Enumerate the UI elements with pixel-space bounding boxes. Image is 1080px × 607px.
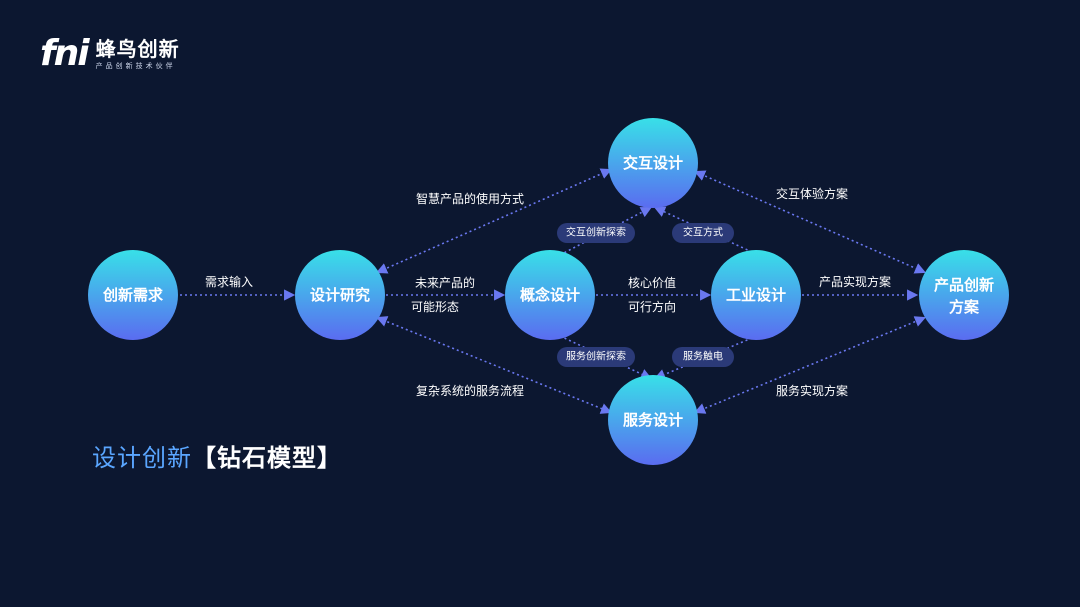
node-industrial-design-text: 工业设计 <box>726 286 786 304</box>
pill-interaction-mode: 交互方式 <box>672 223 734 243</box>
pill-interaction-mode-text: 交互方式 <box>683 226 723 239</box>
edge-interaction-solution <box>693 170 927 274</box>
logo-name: 蜂鸟创新 <box>95 37 180 61</box>
label-core-value-line2: 可行方向 <box>628 299 676 314</box>
pill-service-innovation: 服务创新探索 <box>557 347 635 367</box>
node-concept-design-text: 概念设计 <box>520 286 580 304</box>
label-product-implementation: 产品实现方案 <box>819 274 891 289</box>
label-core-value-line1: 核心价值 <box>628 275 676 290</box>
node-concept-design: 概念设计 <box>505 250 595 340</box>
pill-service-touchpoint: 服务触电 <box>672 347 734 367</box>
pill-interaction-innovation: 交互创新探索 <box>557 223 635 243</box>
node-product-solution-line2: 方案 <box>949 298 980 316</box>
label-interaction-experience: 交互体验方案 <box>776 186 848 201</box>
node-product-solution: 产品创新 方案 <box>919 250 1009 340</box>
label-demand-input: 需求输入 <box>205 274 253 289</box>
node-service-design: 服务设计 <box>608 375 698 465</box>
pill-service-touchpoint-text: 服务触电 <box>683 350 723 363</box>
node-interaction-design-text: 交互设计 <box>623 154 683 172</box>
edge-research-service <box>375 316 613 414</box>
node-design-research: 设计研究 <box>295 250 385 340</box>
caption-model-name: 【钻石模型】 <box>192 444 342 472</box>
node-innovation-demand-text: 创新需求 <box>102 286 164 304</box>
node-industrial-design: 工业设计 <box>711 250 801 340</box>
label-complex-service: 复杂系统的服务流程 <box>416 383 524 398</box>
pill-interaction-innovation-text: 交互创新探索 <box>566 226 626 239</box>
label-smart-usage: 智慧产品的使用方式 <box>416 191 524 206</box>
logo-tagline: 产品创新技术伙伴 <box>95 62 176 70</box>
diagram-caption: 设计创新【钻石模型】 <box>92 438 342 473</box>
logo-text: 蜂鸟创新 产品创新技术伙伴 <box>96 37 180 71</box>
pill-service-innovation-text: 服务创新探索 <box>566 350 626 363</box>
edge-concept-to-service <box>559 335 653 380</box>
node-design-research-text: 设计研究 <box>310 286 370 304</box>
node-innovation-demand: 创新需求 <box>88 250 178 340</box>
label-service-implementation: 服务实现方案 <box>776 383 848 398</box>
label-future-form-line2: 可能形态 <box>411 300 459 314</box>
node-service-design-text: 服务设计 <box>623 411 683 429</box>
caption-main: 设计创新 <box>92 444 192 472</box>
label-future-form-line1: 未来产品的 <box>415 275 475 290</box>
node-product-solution-line1: 产品创新 <box>934 276 994 294</box>
logo-mark: fni <box>40 33 90 74</box>
edge-research-interaction <box>375 168 613 274</box>
brand-logo: fni 蜂鸟创新 产品创新技术伙伴 <box>40 36 180 72</box>
edge-service-solution <box>693 316 927 414</box>
node-interaction-design: 交互设计 <box>608 118 698 208</box>
